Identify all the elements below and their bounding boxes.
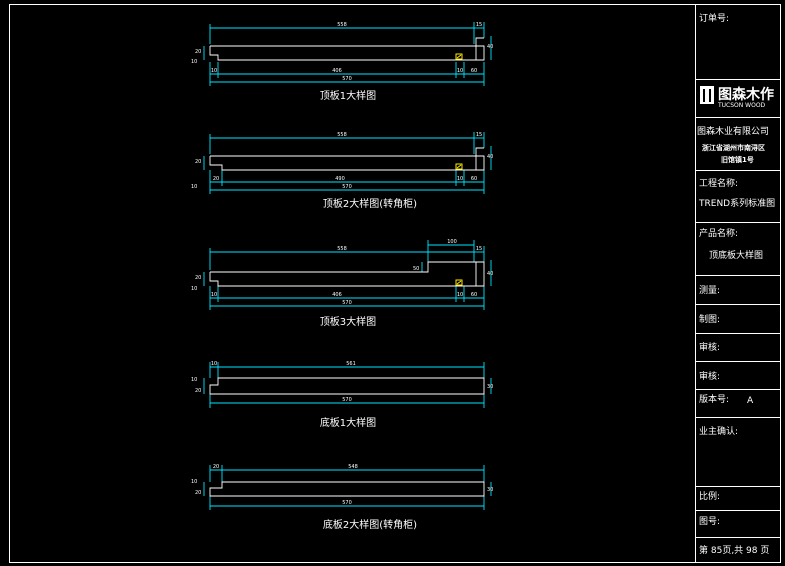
- dim-overall: 570: [342, 184, 352, 190]
- detail-top-panel-2: 558 15 20 10 40 20 490 10 60 570 顶板2大样图(…: [191, 132, 493, 210]
- product-label: 产品名称:: [699, 227, 738, 239]
- dim-right: 40: [487, 154, 493, 160]
- dim-top: 561: [346, 361, 356, 367]
- dim-left-upper: 10: [191, 377, 197, 383]
- dim-left-upper: 20: [195, 49, 201, 55]
- review-label-2: 审核:: [699, 370, 720, 382]
- dim-right: 30: [487, 487, 493, 493]
- detail-bottom-panel-2: 20 548 10 20 30 570 底板2大样图(转角柜): [191, 464, 493, 531]
- panel-profile: [209, 377, 485, 395]
- panel-profile: [209, 261, 485, 287]
- dim-small-1: 10: [457, 292, 463, 298]
- dim-bottom-mid: 406: [332, 68, 342, 74]
- dim-small-2: 60: [471, 176, 477, 182]
- dim-small-2: 60: [471, 292, 477, 298]
- dimension-lines: [203, 465, 492, 510]
- dim-left-upper: 10: [191, 479, 197, 485]
- detail-caption: 顶板2大样图(转角柜): [323, 197, 417, 210]
- logo-cn-text: 图森木作: [718, 86, 774, 103]
- dimension-lines: [203, 22, 492, 86]
- logo-mark-icon: [700, 86, 714, 104]
- project-label: 工程名称:: [699, 177, 738, 189]
- owner-confirm-label: 业主确认:: [699, 425, 738, 437]
- dim-top-end: 15: [476, 132, 482, 138]
- dim-bottom-mid: 490: [335, 176, 345, 182]
- detail-top-panel-1: 558 15 20 10 40 10 406 10 60 570 顶板1大样图: [191, 22, 493, 102]
- dim-overall: 570: [342, 500, 352, 506]
- panel-profile: [209, 147, 485, 171]
- address-line-2: 旧馆镇1号: [721, 155, 754, 164]
- detail-bottom-panel-1: 10 561 10 20 30 570 底板1大样图: [191, 361, 493, 429]
- scale-label: 比例:: [699, 490, 720, 502]
- detail-caption: 底板2大样图(转角柜): [323, 518, 417, 531]
- dim-top-extra: 100: [447, 239, 457, 245]
- dim-small-1: 10: [457, 176, 463, 182]
- dim-right: 40: [487, 271, 493, 277]
- project-value: TREND系列标准图: [698, 197, 775, 209]
- groove-marker: [455, 163, 463, 170]
- detail-caption: 顶板3大样图: [320, 315, 376, 328]
- dim-top-left: 10: [211, 361, 217, 367]
- dim-step: 50: [413, 266, 419, 272]
- draw-label: 制图:: [699, 313, 720, 325]
- panel-profile: [209, 37, 485, 61]
- dim-top-end: 15: [476, 22, 482, 28]
- page-info: 第 85页,共 98 页: [699, 544, 769, 556]
- version-label: 版本号:: [699, 393, 729, 405]
- dim-overall: 570: [342, 397, 352, 403]
- detail-caption: 顶板1大样图: [320, 89, 376, 102]
- dim-top: 558: [337, 246, 347, 252]
- dim-bottom-mid: 406: [332, 292, 342, 298]
- company-logo: 图森木作 TUCSON WOOD: [700, 86, 774, 109]
- dimension-lines: [203, 362, 492, 408]
- title-block: 订单号: 图森木作 TUCSON WOOD 图森木业有限公司 浙江省湖州市南浔区…: [695, 12, 781, 556]
- dim-left-lower: 10: [191, 59, 197, 65]
- panel-profile: [209, 481, 485, 497]
- review-label-1: 审核:: [699, 341, 720, 353]
- dim-right: 40: [487, 44, 493, 50]
- detail-caption: 底板1大样图: [320, 416, 376, 429]
- dim-left-lower: 20: [195, 388, 201, 394]
- dim-overall: 570: [342, 76, 352, 82]
- dim-top: 548: [348, 464, 358, 470]
- dim-overall: 570: [342, 300, 352, 306]
- dimension-lines: [203, 240, 492, 310]
- groove-marker: [455, 279, 463, 286]
- detail-top-panel-3: 558 15 100 50 20 10 40 10 406 10 60 570 …: [191, 239, 493, 328]
- dim-small-2: 60: [471, 68, 477, 74]
- dim-top-left: 20: [213, 464, 219, 470]
- drawing-no-label: 图号:: [699, 516, 720, 527]
- dim-top: 558: [337, 22, 347, 28]
- drawing-border: [9, 4, 781, 563]
- dim-bottom-left: 10: [211, 68, 217, 74]
- dim-top: 558: [337, 132, 347, 138]
- dim-top-end: 15: [476, 246, 482, 252]
- dim-left-lower: 10: [191, 184, 197, 190]
- product-value: 顶底板大样图: [709, 249, 763, 261]
- logo-en-text: TUCSON WOOD: [717, 102, 766, 109]
- dim-bottom-left: 20: [213, 176, 219, 182]
- order-no-label: 订单号:: [699, 12, 729, 24]
- dim-small-1: 10: [457, 68, 463, 74]
- address-line-1: 浙江省湖州市南浔区: [702, 143, 765, 152]
- dim-bottom-left: 10: [211, 292, 217, 298]
- dim-left-lower: 20: [195, 490, 201, 496]
- dim-left-upper: 20: [195, 275, 201, 281]
- company-name: 图森木业有限公司: [697, 125, 769, 137]
- dimension-lines: [203, 132, 492, 194]
- measure-label: 测量:: [699, 285, 720, 296]
- version-value: A: [747, 396, 754, 406]
- groove-marker: [455, 53, 463, 60]
- dim-left-lower: 10: [191, 286, 197, 292]
- dim-left-upper: 20: [195, 159, 201, 165]
- dim-right: 30: [487, 384, 493, 390]
